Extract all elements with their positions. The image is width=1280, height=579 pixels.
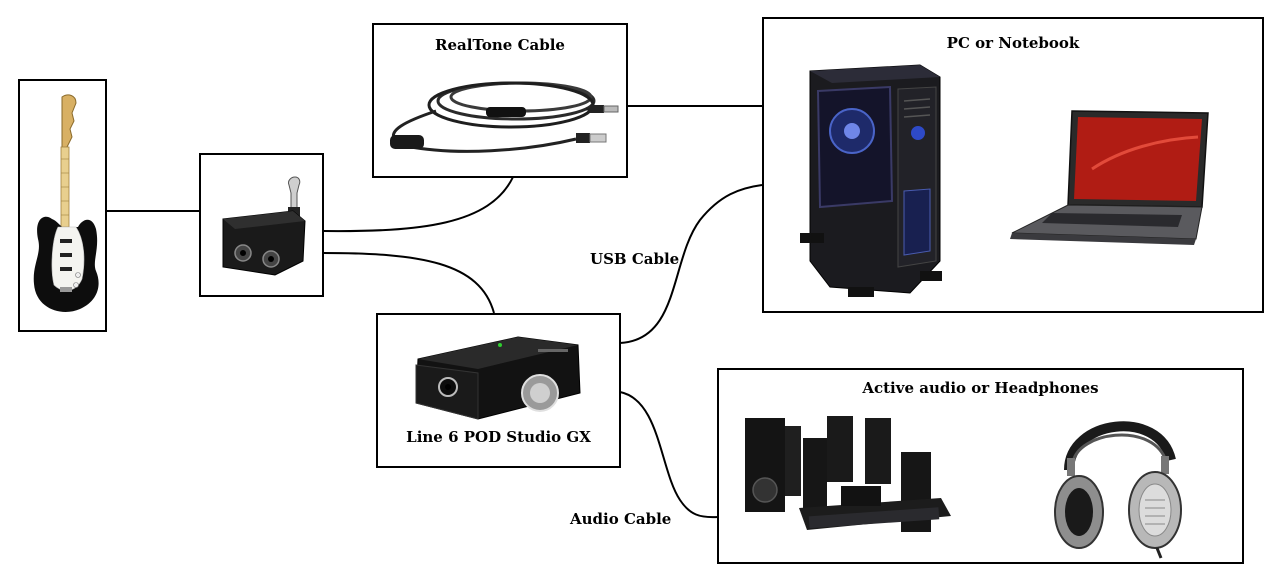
wire-audio-pod-to-speakers <box>619 391 719 519</box>
pc-notebook-title: PC or Notebook <box>946 34 1080 52</box>
realtone-cable-node: RealTone Cable <box>372 23 628 178</box>
active-audio-title: Active audio or Headphones <box>862 379 1099 397</box>
wire-usb-pod-to-pc <box>619 184 763 344</box>
guitar-node <box>18 79 107 332</box>
jack-splitter-adapter-icon <box>222 176 306 276</box>
headphones-icon <box>1054 421 1182 559</box>
wire-adapter-to-pod <box>322 252 495 314</box>
speaker-system-icon <box>745 416 951 532</box>
realtone-cable-title: RealTone Cable <box>435 36 565 54</box>
audio-cable-label: Audio Cable <box>570 510 672 528</box>
pod-studio-node: Line 6 POD Studio GX <box>376 313 621 468</box>
jack-splitter-node <box>199 153 324 297</box>
usb-cable-label: USB Cable <box>590 250 680 268</box>
active-audio-node: Active audio or Headphones <box>717 368 1244 564</box>
audio-interface-icon <box>415 336 581 420</box>
pod-studio-title: Line 6 POD Studio GX <box>406 428 591 446</box>
pc-tower-icon <box>800 64 942 297</box>
electric-guitar-icon <box>33 94 99 312</box>
pc-notebook-node: PC or Notebook <box>762 17 1264 313</box>
laptop-icon <box>1010 110 1209 245</box>
usb-guitar-cable-icon <box>390 81 619 153</box>
wire-adapter-to-realtone <box>322 176 514 233</box>
